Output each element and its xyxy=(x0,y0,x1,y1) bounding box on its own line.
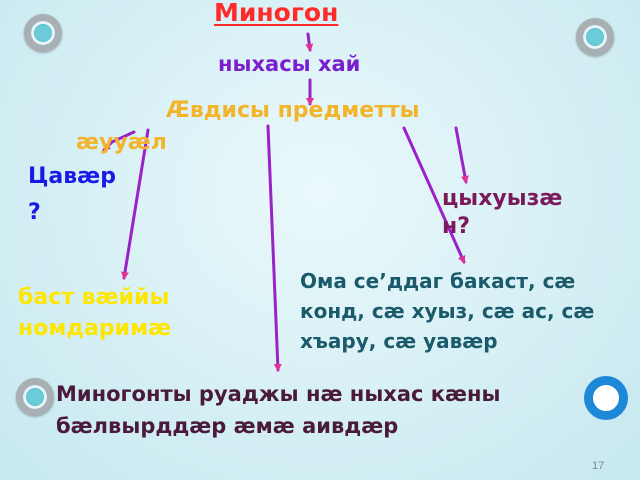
subtitle: ныхасы хай xyxy=(218,52,361,76)
arrow-title-to-subtitle xyxy=(305,32,314,52)
note-text: Миногонты руаджы нæ ныхас кæны бæлвырддæ… xyxy=(56,382,501,438)
arrow-to-note xyxy=(266,124,282,372)
arrow-to-answer2 xyxy=(402,126,466,264)
ring-icon-bottom-right xyxy=(584,376,628,420)
question2-line-2: н? xyxy=(442,214,470,239)
answer1-text: баст вæййы номдаримæ xyxy=(18,285,172,341)
page-number: 17 xyxy=(592,460,605,472)
arrow-to-question1 xyxy=(102,130,136,152)
ring-icon-top-left xyxy=(24,14,62,52)
question1-line-1: Цавæр xyxy=(28,164,116,189)
subject-line-1: Æвдисы предметты xyxy=(166,98,420,123)
subject-line-2: æууæл xyxy=(76,130,167,155)
question1-line-2: ? xyxy=(28,200,41,225)
arrow-to-question2 xyxy=(454,126,469,184)
answer2-text: Ома се’ддаг бакаст, сæ конд, сæ хуыз, сæ… xyxy=(300,269,595,353)
question2-line-1: цыхуызæ xyxy=(442,186,563,211)
arrow-to-answer1 xyxy=(121,128,150,280)
ring-icon-bottom-left xyxy=(16,378,54,416)
ring-icon-top-right xyxy=(576,18,614,56)
slide-title: Миногон xyxy=(214,0,339,27)
